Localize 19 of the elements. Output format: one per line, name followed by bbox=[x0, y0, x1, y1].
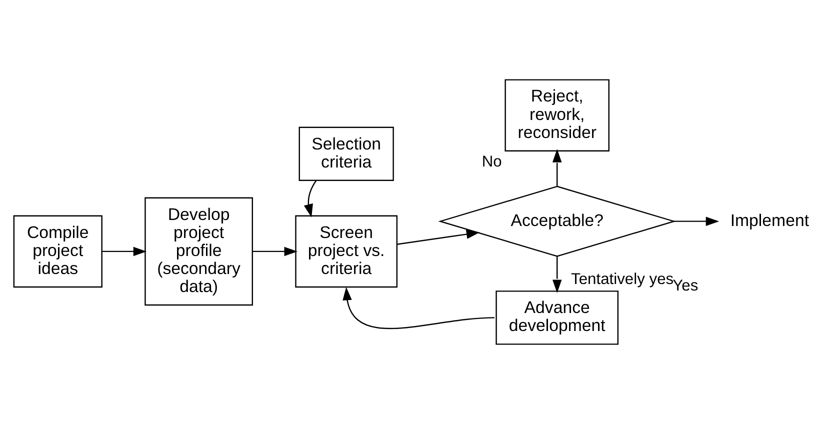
edge-label: Tentatively yes bbox=[571, 270, 674, 288]
node-text: Implement bbox=[730, 210, 810, 230]
arrow bbox=[552, 256, 562, 293]
arrow bbox=[342, 286, 494, 329]
edge-label: Yes bbox=[672, 277, 698, 294]
node-box: Advance development bbox=[496, 290, 619, 344]
arrow bbox=[304, 180, 317, 217]
node-box: Selection criteria bbox=[298, 126, 394, 180]
node-box: Compile project ideas bbox=[13, 214, 102, 288]
arrow bbox=[674, 216, 720, 226]
node-box: Screen project vs. criteria bbox=[295, 214, 398, 288]
arrow bbox=[252, 246, 298, 256]
node-box: Reject, rework, reconsider bbox=[504, 78, 610, 151]
node-diamond: Acceptable? bbox=[438, 185, 676, 256]
arrow bbox=[552, 148, 562, 186]
node-box: Develop project profile (secondary data) bbox=[144, 196, 253, 306]
arrow bbox=[397, 229, 480, 244]
arrow bbox=[102, 246, 147, 256]
edge-label: No bbox=[482, 152, 502, 170]
